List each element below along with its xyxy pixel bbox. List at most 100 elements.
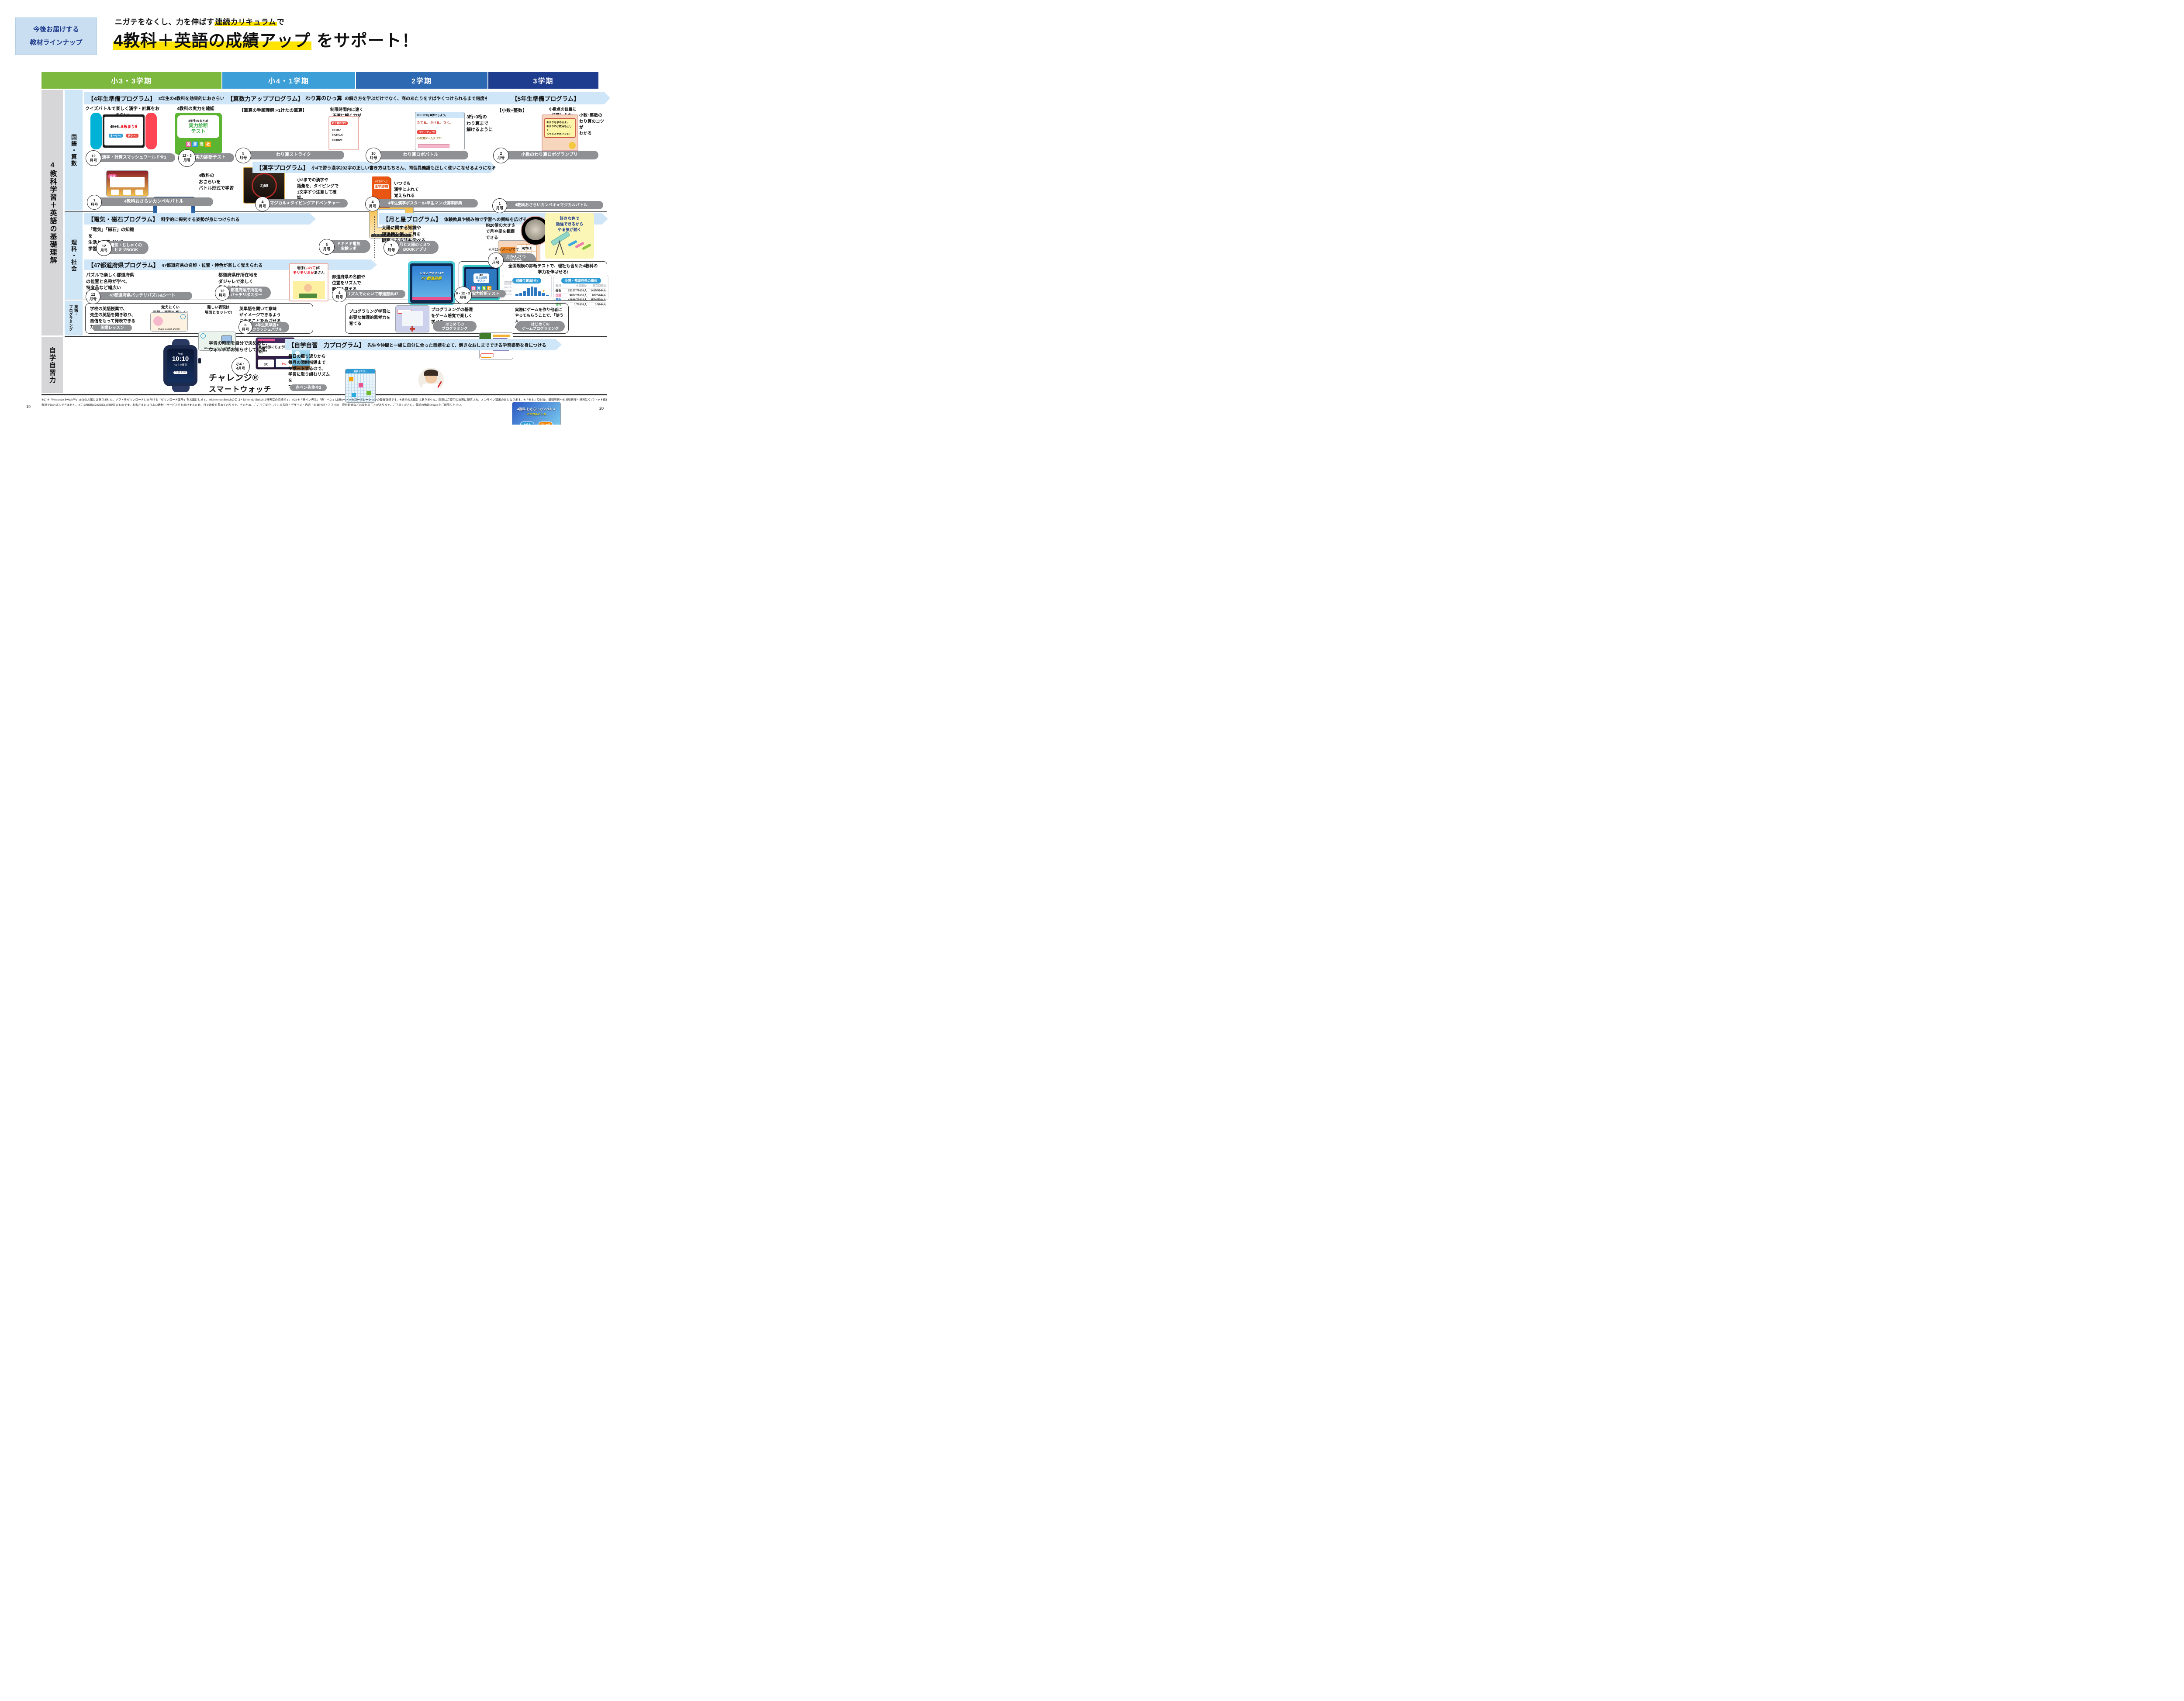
telescope-color-note: 好きな色で 勉強できるから やる気が続く bbox=[556, 216, 584, 232]
bar-slot bbox=[534, 281, 537, 296]
telescope-yellow-box: 好きな色で 勉強できるから やる気が続く bbox=[545, 213, 594, 259]
histogram-bar bbox=[546, 295, 549, 296]
pill-eigo-lesson: 英語レッスン bbox=[93, 325, 132, 331]
poster-cell bbox=[366, 391, 371, 395]
kanji-note-anytime: いつでも 漢字にふれて 覚えられる bbox=[394, 181, 419, 198]
subject-badge: 国 bbox=[471, 286, 476, 291]
page-title: 4教科＋英語の成績アップ をサポート！ bbox=[113, 27, 419, 51]
rank-value: 3574/5944人 bbox=[590, 298, 606, 302]
item-pill-first-programming: はじめての プログラミング bbox=[433, 321, 477, 332]
nintendo-switch-image: 45÷6=6あまり9 オーケー! ダウト!! bbox=[90, 113, 157, 149]
programming-box: プログラミング学習に 必要な論理的思考力を 育てる スコア10点 プログラミング… bbox=[345, 303, 569, 360]
start-button: はじめる bbox=[539, 422, 553, 425]
poster-cell bbox=[359, 383, 363, 387]
subject-badge: 算 bbox=[192, 141, 198, 147]
watch-screen: 午前 10:10 4/1｜水曜日 午後 4:00 bbox=[167, 349, 194, 383]
doubt-button: ダウト!! bbox=[126, 133, 139, 138]
book-subtitle: 4年生マンガ bbox=[375, 180, 387, 183]
tagline-text: 今後お届けする 教材ラインナップ bbox=[30, 26, 83, 46]
cover-title: 実力診断 テスト bbox=[476, 276, 487, 283]
watch-date: 4/1｜水曜日 bbox=[174, 363, 187, 366]
prep5-note-kotsu: 小数÷整数の わり算のコツが わかる bbox=[579, 113, 605, 136]
powerup-label: パワーアップ! bbox=[417, 130, 436, 134]
decimal-problem: 6)76.3 bbox=[522, 246, 532, 250]
clock-icon bbox=[180, 314, 186, 319]
banner-prep5: 【5年生準備プログラム】 bbox=[487, 92, 610, 104]
numpad: 1 2 3 4 5 6 7 8 9 0 bbox=[371, 234, 411, 237]
item-pill-crash-bubble: 4年生英単語★ クラッシュバブル bbox=[245, 322, 289, 332]
ground bbox=[292, 366, 310, 370]
y-tick-label: 75,000 bbox=[504, 283, 511, 286]
prog-game-screenshot-1: スコア10点 bbox=[395, 305, 429, 332]
histogram-bar bbox=[515, 294, 518, 296]
subject-badge: 社 bbox=[205, 141, 211, 147]
answer-card bbox=[123, 190, 131, 195]
challenge-watch-logo: チャレンジ® スマートウォッチ bbox=[209, 371, 272, 394]
banner-kanji-title: 【漢字プログラム】 bbox=[256, 165, 309, 171]
rail-subject-label: 英語・ プログラミング bbox=[69, 305, 79, 331]
shindan-caption: 全国規模の診断テストで、理社も含めた4教科の 学力を伸ばせる! bbox=[508, 264, 598, 275]
steps-question: 625÷173を筆算でしよう。 bbox=[415, 112, 464, 118]
timeline-term-4: 3学期 bbox=[488, 72, 598, 89]
eigo-card-2: What time is it in the USA? bbox=[198, 332, 236, 351]
rail-group-self-label: 自学自習力 bbox=[48, 346, 56, 384]
rank-value: 21127/71638人 bbox=[568, 289, 587, 292]
bar-slot bbox=[519, 281, 522, 296]
subject-badge: 理 bbox=[199, 141, 204, 147]
joycon-right bbox=[145, 113, 157, 149]
eigo-caption-2: 難しい表現は 場面とセットで! bbox=[204, 305, 232, 315]
month-circle: 1 月号 bbox=[492, 198, 507, 213]
banner-sansu-topic: わり算のひっ算 bbox=[305, 95, 342, 101]
logo-line-2: スマートウォッチ bbox=[209, 385, 272, 394]
rank-subject: 算数 bbox=[556, 298, 561, 302]
y-tick-label: 25,000 bbox=[504, 290, 511, 293]
ok-button: オーケー! bbox=[108, 133, 123, 138]
headline-small-highlight: 連続カリキュラム bbox=[214, 18, 277, 26]
rail-subject-eigo-programming: 英語・ プログラミング bbox=[65, 301, 83, 335]
moon-surface bbox=[525, 219, 546, 240]
typing-sentence: 寒中水泳にちょう戦する。 bbox=[258, 345, 291, 354]
item-pill-decimal-grandprix: 小数のわり算ロボグランプリ bbox=[501, 151, 598, 159]
question-panel bbox=[110, 177, 145, 187]
rail-subject-kokugo-sansu: 国語・算数 bbox=[65, 90, 83, 211]
page-title-post: をサポート！ bbox=[311, 32, 419, 50]
page-number-right: 20 bbox=[599, 406, 604, 411]
month-circle: 小4・ 4月号 bbox=[232, 357, 250, 376]
steps-labels: たてる。 かける。 ひく。 bbox=[417, 121, 453, 124]
score-chip: スコア0点 bbox=[480, 353, 494, 357]
subject-badges: 国算理社 bbox=[177, 140, 219, 148]
card-title: 実力診断 テスト bbox=[189, 123, 208, 134]
prep5-label: 【小数÷整数】 bbox=[497, 108, 527, 113]
item-pill-warizan-strike: わり算ストライク bbox=[243, 151, 344, 159]
moon-disclaimer: ※月はイメージです。 bbox=[488, 248, 522, 252]
timeline: 小3・3学期 小4・1学期 2学期 3学期 bbox=[41, 72, 598, 89]
watch-time: 10:10 bbox=[172, 355, 189, 363]
sansu-hissan-label: 【筆算の手順理解:÷1けたの筆算】 bbox=[239, 108, 307, 113]
rail-group-main: 4教科学習＋英語の基礎理解 bbox=[41, 90, 63, 335]
month-circle: 8 月号 bbox=[488, 252, 504, 268]
histogram-bar bbox=[530, 286, 534, 296]
headline-small-post: で bbox=[277, 18, 285, 26]
iwate-dajare-callout: 岩手(いわて)の モリモリおかあさん bbox=[289, 263, 328, 301]
subject-badge: 理 bbox=[481, 286, 487, 291]
pill-akapen-sensei: 赤ペン先生※2 bbox=[290, 384, 327, 391]
month-circle: 10 月号 bbox=[366, 148, 381, 163]
month-circle: 8・12・3 月号 bbox=[454, 287, 472, 304]
cover-title-2: マジカルバトル bbox=[526, 413, 546, 416]
rank-col-header: 全国順位 bbox=[576, 284, 587, 287]
bar-slot: ▼ bbox=[542, 281, 546, 296]
magical-battle-cover: 4教科 おさらいカンペキ★ マジカルバトル やめる はじめる bbox=[512, 402, 561, 425]
chart-bars: ▼ bbox=[515, 281, 549, 296]
rank-subject: 理科 bbox=[556, 303, 561, 306]
banner-kanji: 【漢字プログラム】 小4で習う漢字202字の正しい書き方はもちろん、同音異義語も… bbox=[252, 162, 496, 173]
switch-buttons: オーケー! ダウト!! bbox=[108, 131, 139, 139]
month-circle: 2 月号 bbox=[493, 148, 509, 163]
banner-sansu: 【算数力アッププログラム】 わり算のひっ算 の解き方を学ぶだけでなく、商のあたり… bbox=[224, 92, 497, 104]
timeline-term-3: 2学期 bbox=[356, 72, 487, 89]
banner-kanji-desc: 小4で習う漢字202字の正しい書き方はもちろん、同音異義語も正しく使いこなせるよ… bbox=[311, 166, 496, 171]
dpad-icon bbox=[410, 326, 415, 332]
watch-ampm: 午前 bbox=[178, 353, 183, 356]
